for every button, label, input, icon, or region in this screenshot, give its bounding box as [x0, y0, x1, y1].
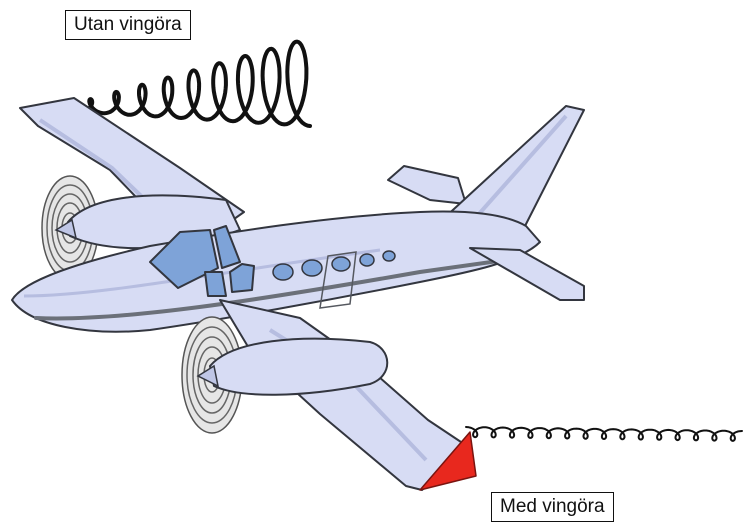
tail-stabilizer-near [470, 248, 584, 300]
label-without-winglet: Utan vingöra [65, 10, 191, 40]
tail-stabilizer-far [388, 166, 466, 204]
wingtip-vortex-large [78, 42, 310, 126]
label-with-winglet: Med vingöra [491, 492, 614, 522]
wingtip-vortex-small [466, 427, 742, 441]
